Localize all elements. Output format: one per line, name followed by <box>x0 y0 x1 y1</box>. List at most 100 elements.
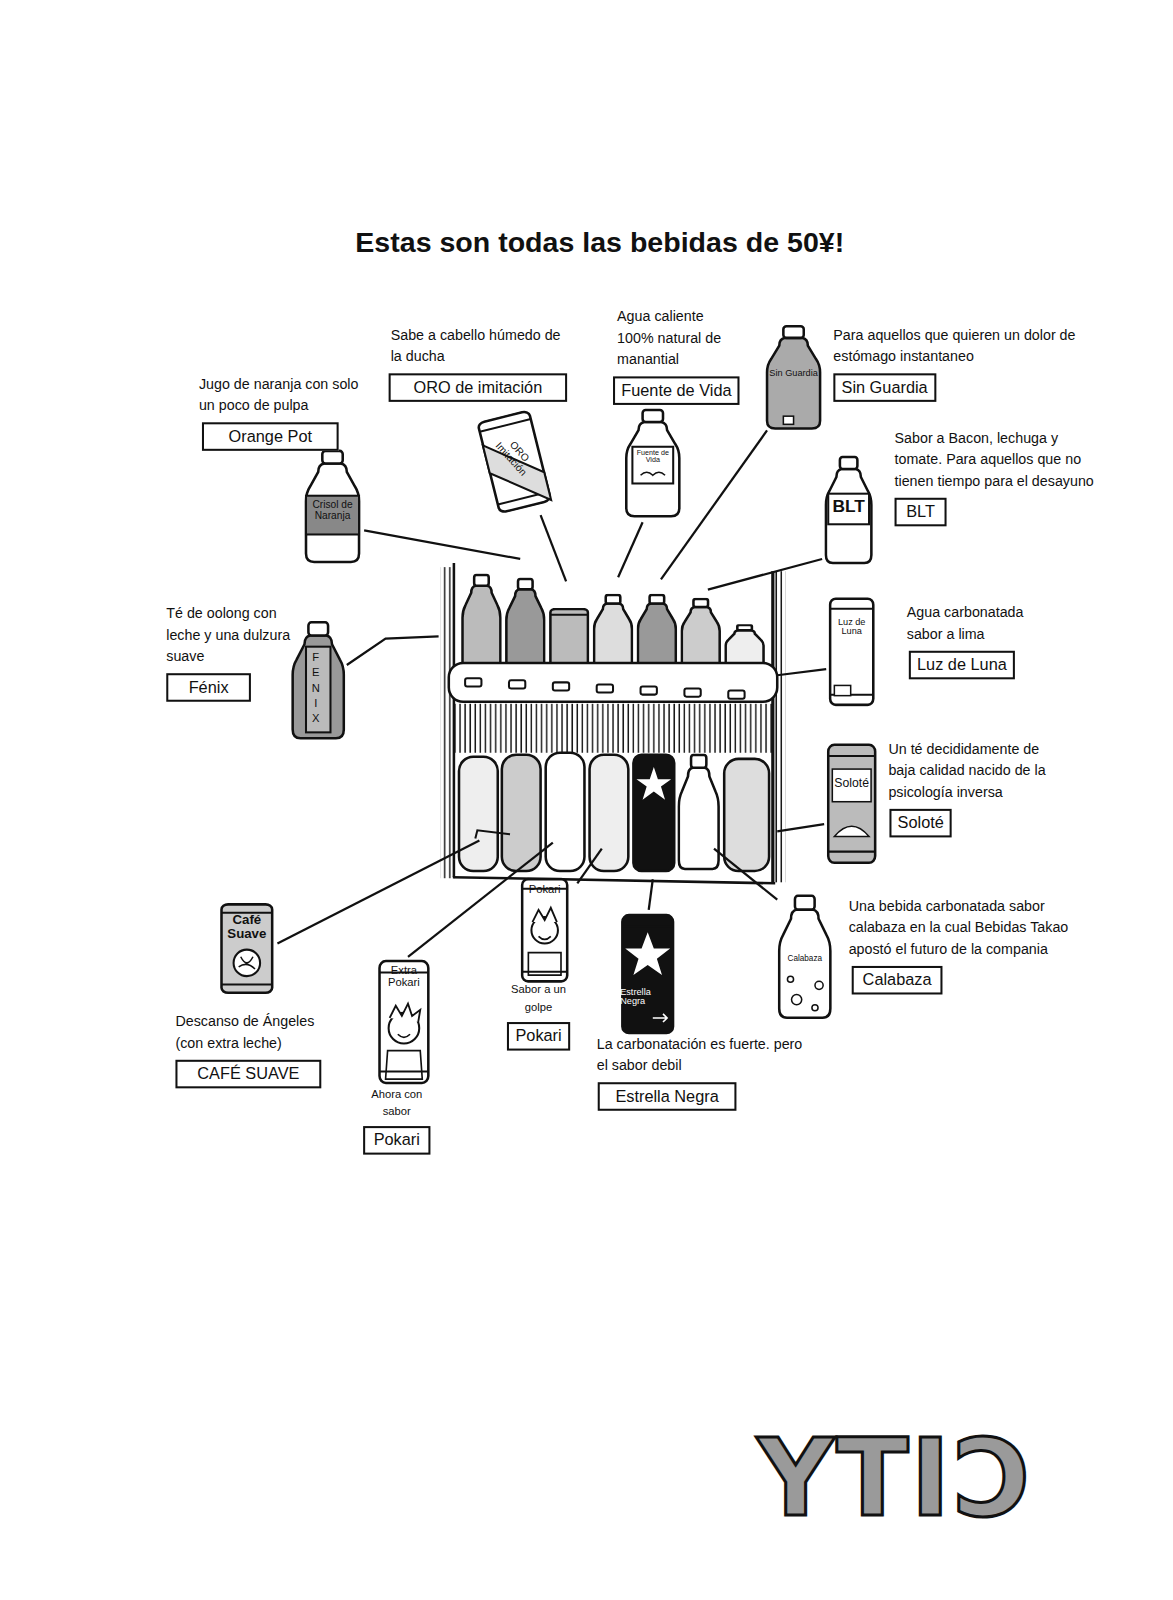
drink-description: Sabor a Bacon, lechuga y tomate. Para aq… <box>895 427 1099 491</box>
drink-illustrations <box>306 647 330 733</box>
drink-illustrations <box>234 950 261 977</box>
drink-name-box: Pokari <box>507 1022 570 1051</box>
drink-name-box: Orange Pot <box>202 422 339 451</box>
vending-shelf <box>684 689 700 697</box>
vending-shelf <box>454 563 773 883</box>
bottle-label: Pokari <box>520 883 569 895</box>
leader-lines <box>277 430 826 956</box>
leader-lines <box>777 669 826 675</box>
drink-description: Sabe a cabello húmedo de la ducha <box>391 324 564 367</box>
vending-shelf <box>682 599 720 670</box>
vending-shelf <box>455 704 773 753</box>
drink-illustrations <box>626 410 679 516</box>
drink-illustrations <box>390 1004 421 1022</box>
leader-lines <box>364 530 520 559</box>
drink-illustrations <box>815 981 823 989</box>
leader-lines <box>714 849 777 900</box>
bottle-label: Luz de Luna <box>831 618 872 637</box>
drink-callout: Descanso de Ángeles (con extra leche) CAF… <box>175 1011 343 1089</box>
drink-name-box: BLT <box>895 498 947 527</box>
vending-shelf <box>553 682 569 690</box>
bottle-label: Crisol de Naranja <box>306 500 359 521</box>
vending-shelf <box>550 609 588 670</box>
drink-callout: Para aquellos que quieren un dolor de es… <box>833 324 1088 402</box>
vending-shelf <box>509 680 525 688</box>
drink-illustrations <box>828 745 875 863</box>
drink-illustrations <box>306 496 359 535</box>
vending-shelf <box>506 579 544 669</box>
leader-lines <box>577 849 601 884</box>
drink-description: Una bebida carbonatada sabor calabaza en… <box>849 896 1099 960</box>
drink-description: Para aquellos que quieren un dolor de es… <box>833 324 1088 367</box>
drink-callout: Jugo de naranja con solo un poco de pulp… <box>199 373 362 451</box>
vending-shelf <box>594 595 632 670</box>
drink-illustrations <box>834 826 869 836</box>
drink-illustrations <box>767 326 820 428</box>
drink-illustrations <box>826 457 871 563</box>
vending-shelf <box>679 755 719 869</box>
leader-lines <box>649 879 653 910</box>
vending-shelf <box>502 755 541 871</box>
drink-name-box: Sin Guardia <box>833 373 936 402</box>
drink-illustrations <box>830 599 873 705</box>
vending-shelf <box>546 753 585 871</box>
drink-callout: Agua carbonatada sabor a limaLuz de Luna <box>907 602 1055 680</box>
drink-illustrations <box>653 1014 667 1022</box>
vending-shelf <box>590 755 629 871</box>
bottle-label: Fuente de Vida <box>632 449 673 464</box>
drink-name-box: Luz de Luna <box>909 651 1015 680</box>
vending-shelf <box>633 755 674 871</box>
drink-illustrations <box>779 896 830 1018</box>
bottle-label: Calabaza <box>780 955 829 964</box>
drink-callout: Un té decididamente de baja calidad naci… <box>888 738 1066 837</box>
drink-illustrations <box>239 957 255 969</box>
drink-name-box: ORO de imitación <box>389 373 568 402</box>
bottle-label: Café Suave <box>221 913 272 941</box>
vending-shelf <box>641 686 657 694</box>
drink-illustrations <box>478 411 551 513</box>
vending-shelf <box>638 595 676 670</box>
drink-illustrations <box>528 936 561 975</box>
drink-name-box: Soloté <box>889 809 952 838</box>
drink-callout: Sabor a un golpePokari <box>506 981 571 1050</box>
bottle-label: Extra Pokari <box>377 965 430 989</box>
vending-shelf <box>459 757 498 871</box>
bottle-label: Sin Guardia <box>767 369 820 379</box>
drink-name-box: Fuente de Vida <box>613 376 740 405</box>
drink-description: Ahora con sabor <box>357 1085 437 1120</box>
drink-illustrations <box>812 1005 818 1011</box>
vending-shelf <box>724 759 769 871</box>
drink-name-box: Pokari <box>363 1126 430 1155</box>
vending-shelf <box>462 575 500 669</box>
drink-description: Sabor a un golpe <box>506 981 571 1016</box>
drink-name-box: Calabaza <box>852 966 943 995</box>
drink-description: Un té decididamente de baja calidad naci… <box>888 738 1066 802</box>
drink-description: Descanso de Ángeles (con extra leche) <box>175 1011 343 1054</box>
drink-illustrations <box>792 995 802 1005</box>
vending-shelf <box>728 691 744 699</box>
leader-lines <box>618 522 642 577</box>
drink-illustrations <box>386 1034 423 1079</box>
drink-description: Agua carbonatada sabor a lima <box>907 602 1055 645</box>
drink-illustrations <box>828 494 869 525</box>
page-title: Estas son todas las bebidas de 50¥! <box>306 226 894 259</box>
drink-illustrations <box>625 932 670 975</box>
drink-illustrations <box>641 472 665 475</box>
vending-shelf <box>449 663 777 702</box>
vending-shelf <box>597 684 613 692</box>
drink-callout: Té de oolong con leche y una dulzura sua… <box>166 603 294 702</box>
drink-description: Agua caliente 100% natural de manantial <box>617 306 731 370</box>
drink-description: Jugo de naranja con solo un poco de pulp… <box>199 373 362 416</box>
drink-illustrations <box>834 685 850 695</box>
drink-callout: Sabor a Bacon, lechuga y tomate. Para aq… <box>895 427 1099 526</box>
drink-name-box: Estrella Negra <box>598 1082 737 1111</box>
leader-lines <box>277 840 479 943</box>
drink-description: La carbonatación es fuerte. pero el sabo… <box>597 1033 806 1076</box>
drink-illustrations <box>477 411 551 513</box>
leader-lines <box>541 515 567 581</box>
drink-illustrations <box>222 904 273 992</box>
vending-shelf <box>441 563 786 883</box>
drink-illustrations <box>787 976 793 982</box>
leader-lines <box>777 824 824 831</box>
drink-name-box: CAFÉ SUAVE <box>175 1060 321 1089</box>
